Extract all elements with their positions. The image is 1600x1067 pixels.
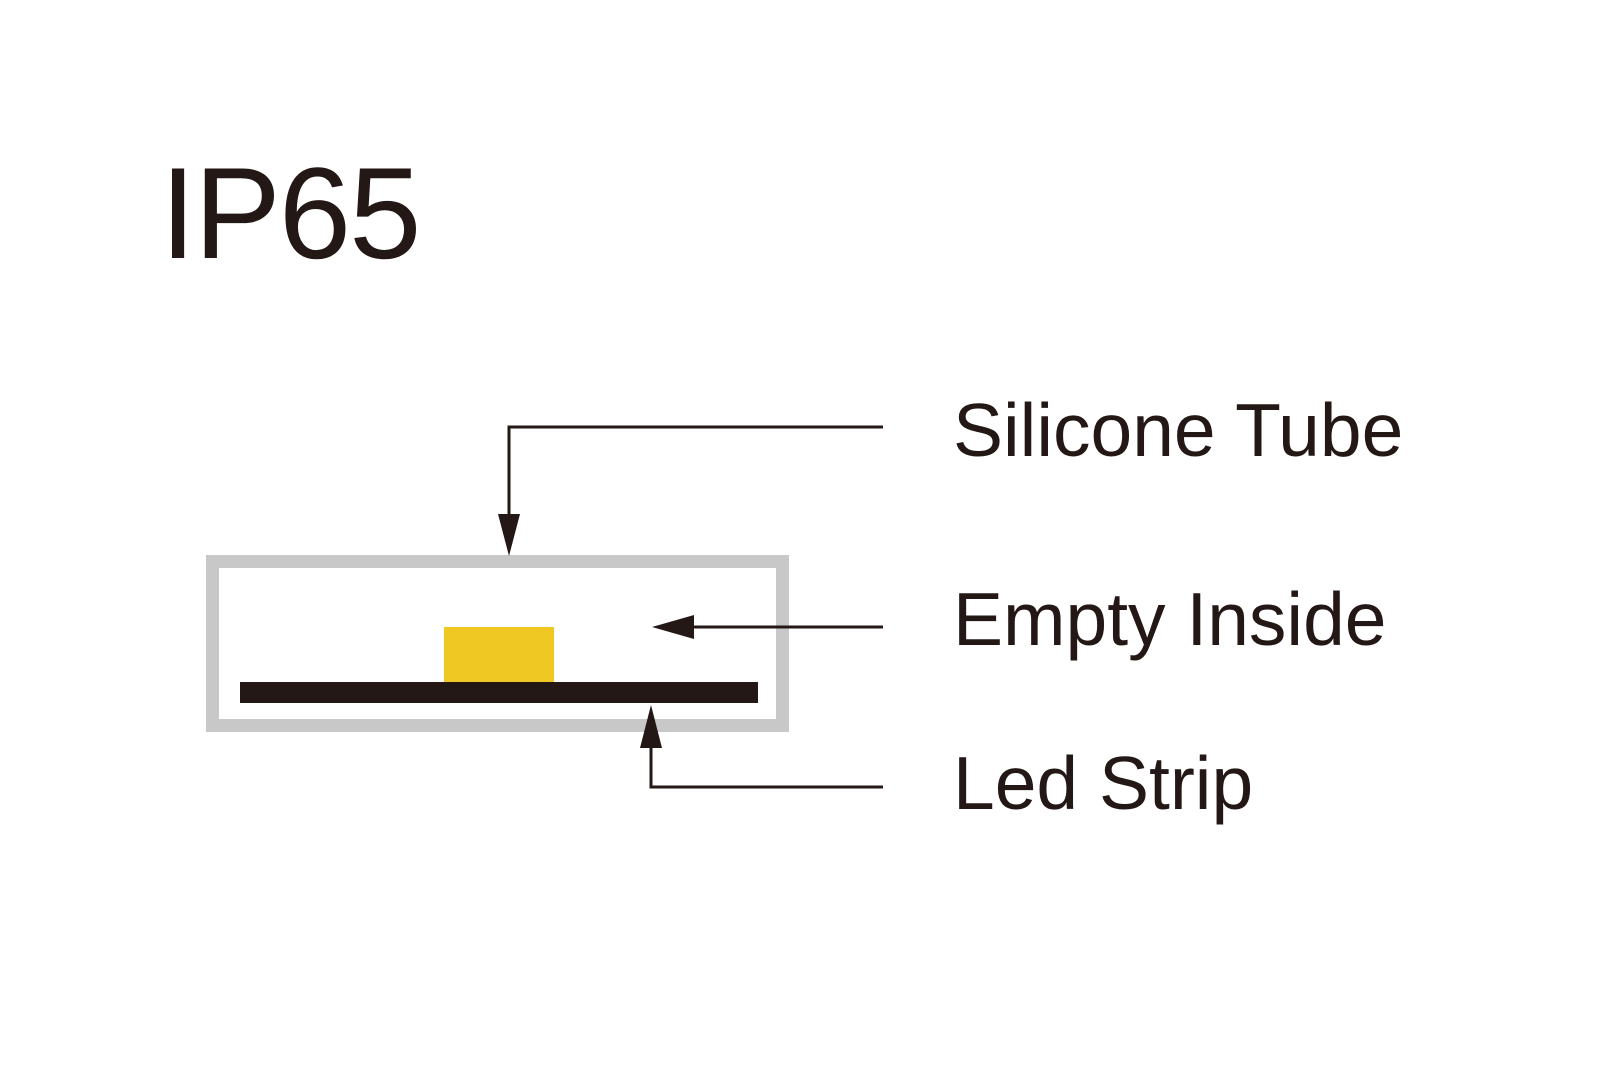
silicone-tube-leader-arrow <box>498 425 883 556</box>
label-silicone-tube: Silicone Tube <box>953 388 1404 472</box>
led-chip-shape <box>444 627 554 682</box>
label-empty-inside: Empty Inside <box>953 577 1387 661</box>
label-led-strip: Led Strip <box>953 741 1254 825</box>
led-strip-leader-arrow <box>640 705 883 789</box>
silicone-tube-shape <box>206 555 789 732</box>
diagram-title: IP65 <box>160 140 421 286</box>
empty-inside-leader-arrow <box>652 615 883 639</box>
led-strip-shape <box>240 682 758 703</box>
